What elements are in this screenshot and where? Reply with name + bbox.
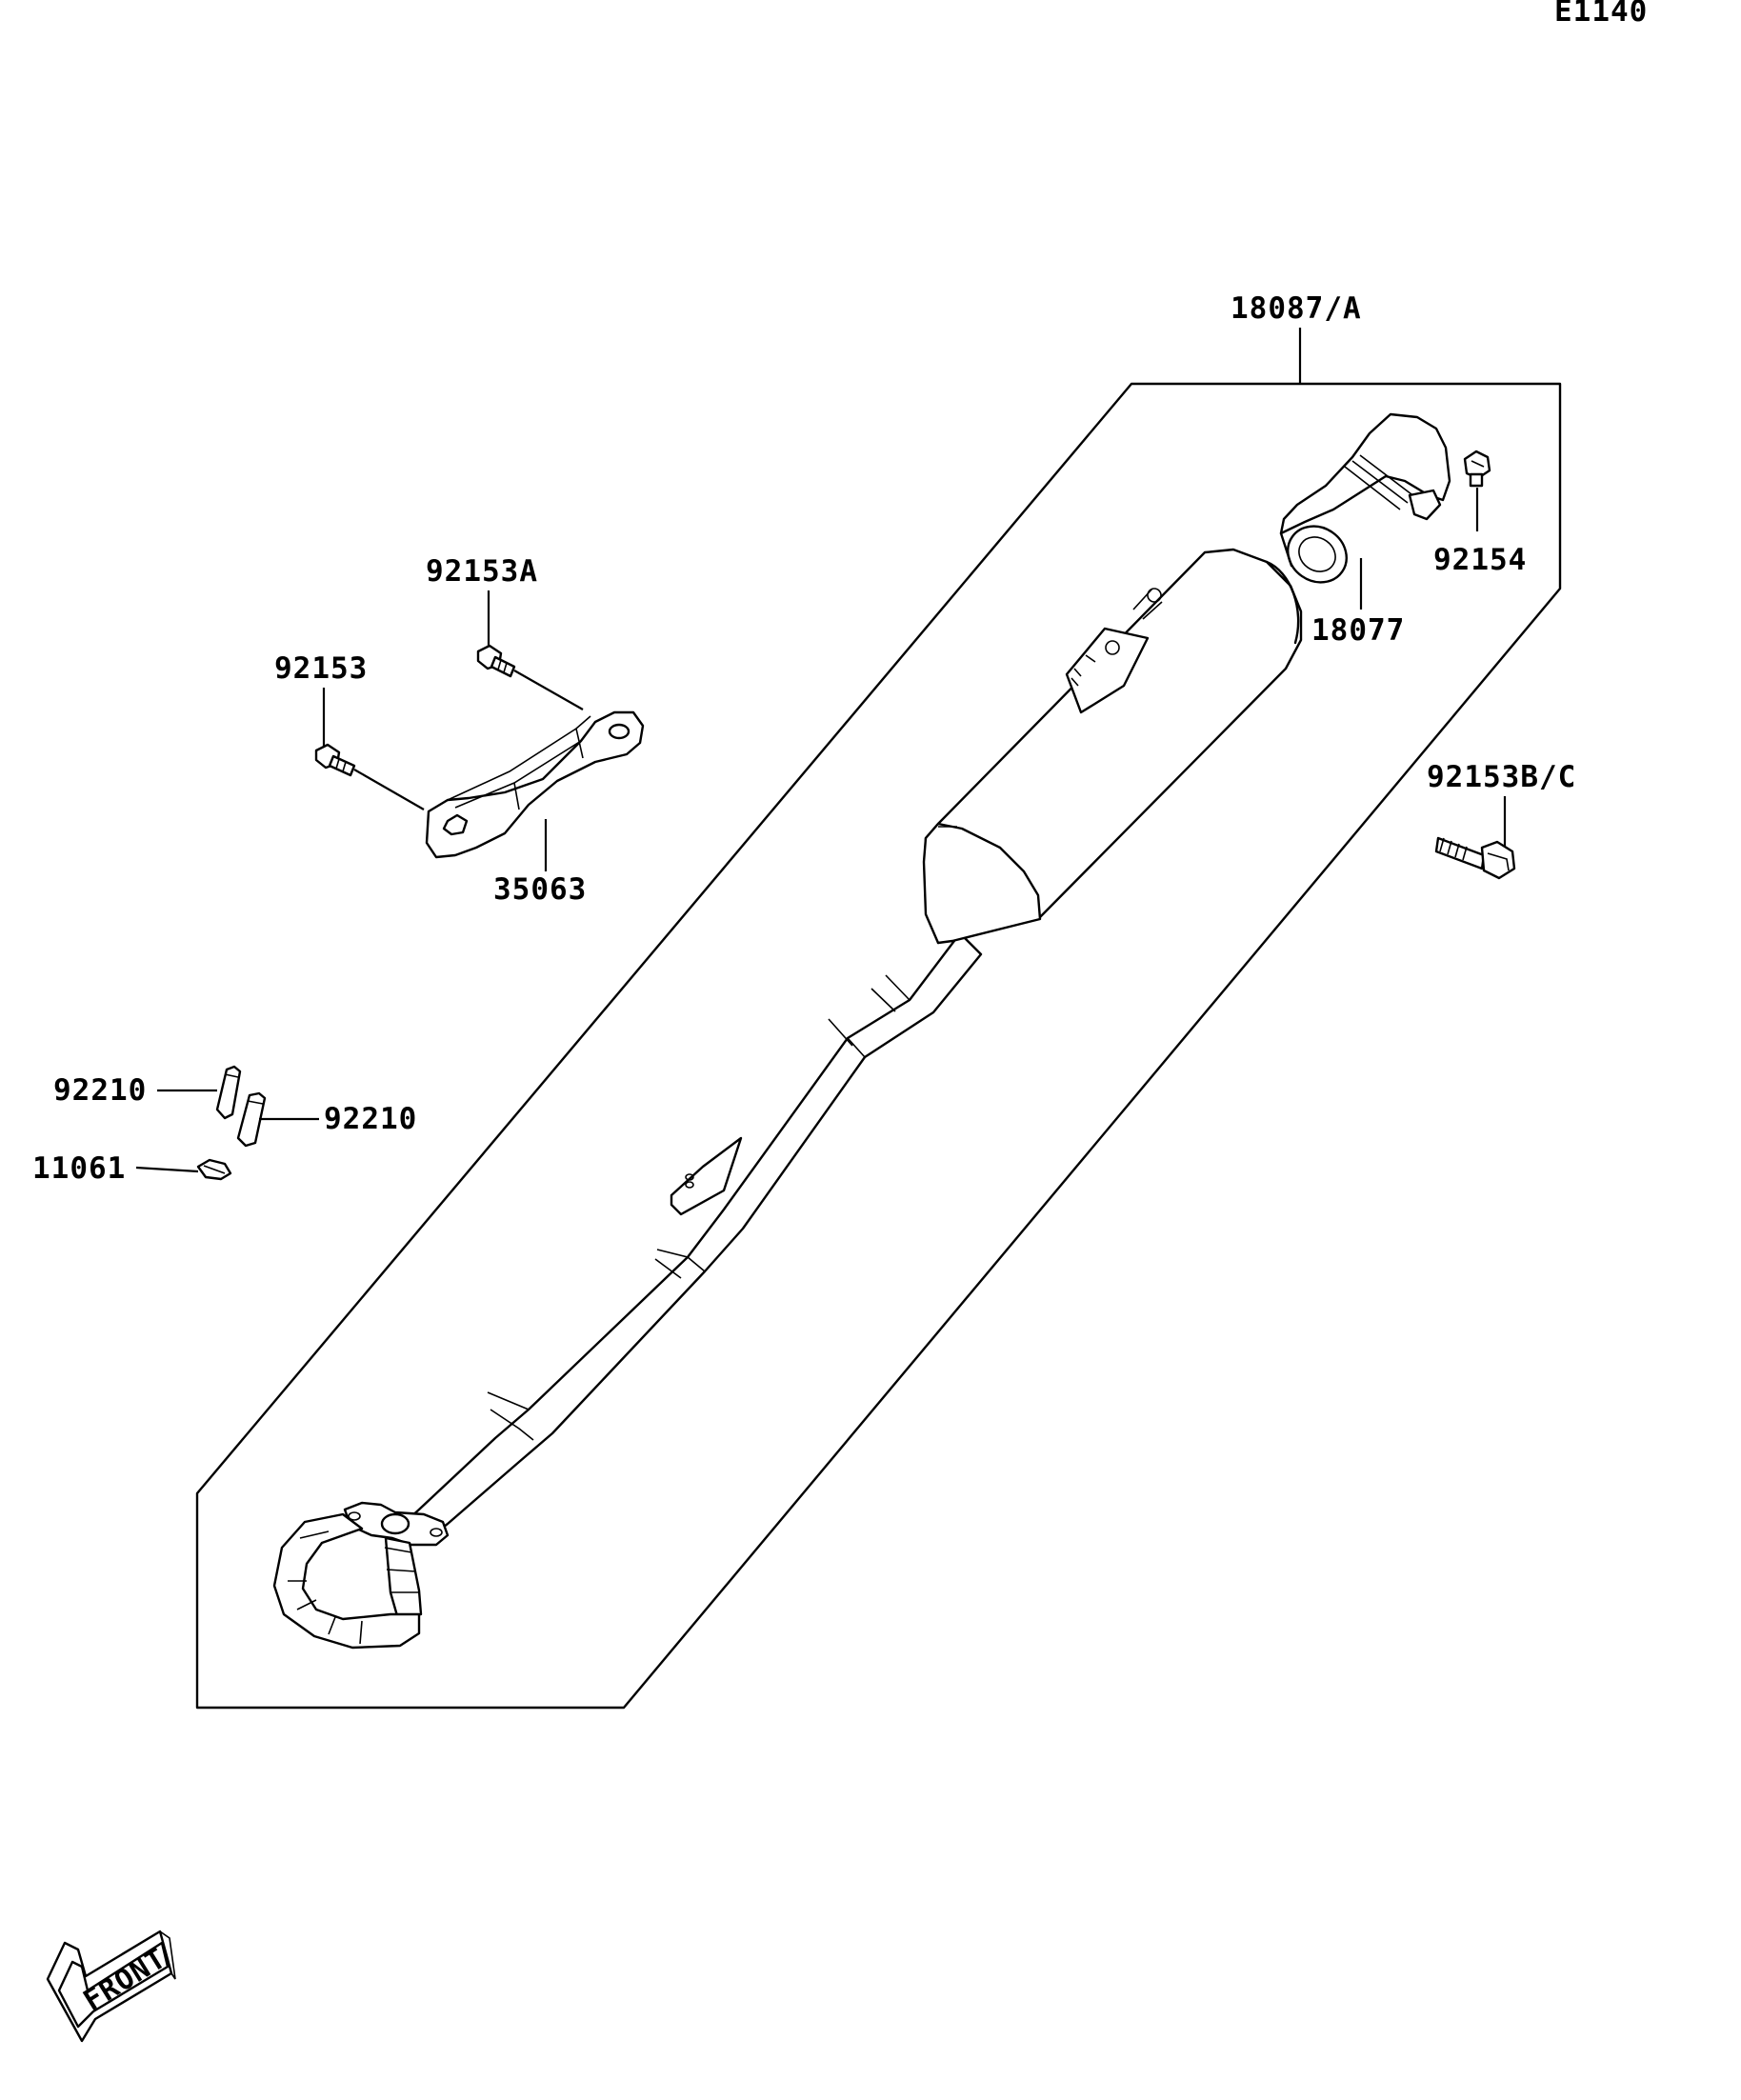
leader-11061	[135, 1166, 199, 1173]
label-92154[interactable]: 92154	[1433, 543, 1527, 577]
clip-92210-right[interactable]	[236, 1091, 267, 1148]
bolt-92153[interactable]	[314, 743, 356, 777]
bolt-92153bc[interactable]	[1434, 836, 1516, 880]
tail-pipe-18077[interactable]	[1277, 412, 1451, 593]
axis-92153a	[513, 670, 584, 710]
assembly-boundary	[195, 382, 1562, 1710]
label-11061[interactable]: 11061	[32, 1151, 126, 1186]
label-92210-right[interactable]: 92210	[324, 1102, 417, 1136]
bracket-35063[interactable]	[425, 710, 645, 859]
exhaust-header-pipe[interactable]	[272, 908, 983, 1650]
muffler-body[interactable]	[922, 548, 1303, 945]
front-arrow-icon: FRONT	[46, 1930, 176, 2043]
label-92153[interactable]: 92153	[274, 651, 368, 686]
label-18077[interactable]: 18077	[1311, 613, 1405, 648]
axis-92153	[353, 769, 425, 810]
clip-92210-left[interactable]	[215, 1065, 242, 1120]
label-92153a[interactable]: 92153A	[426, 554, 538, 589]
label-35063[interactable]: 35063	[493, 872, 587, 907]
bolt-92154[interactable]	[1463, 450, 1491, 488]
gasket-11061[interactable]	[196, 1158, 232, 1181]
label-18087a[interactable]: 18087/A	[1231, 291, 1362, 326]
label-92153bc[interactable]: 92153B/C	[1427, 760, 1576, 794]
label-92210-left[interactable]: 92210	[53, 1073, 147, 1108]
diagram-code: E1140	[1554, 0, 1648, 29]
bolt-92153a[interactable]	[476, 644, 516, 678]
